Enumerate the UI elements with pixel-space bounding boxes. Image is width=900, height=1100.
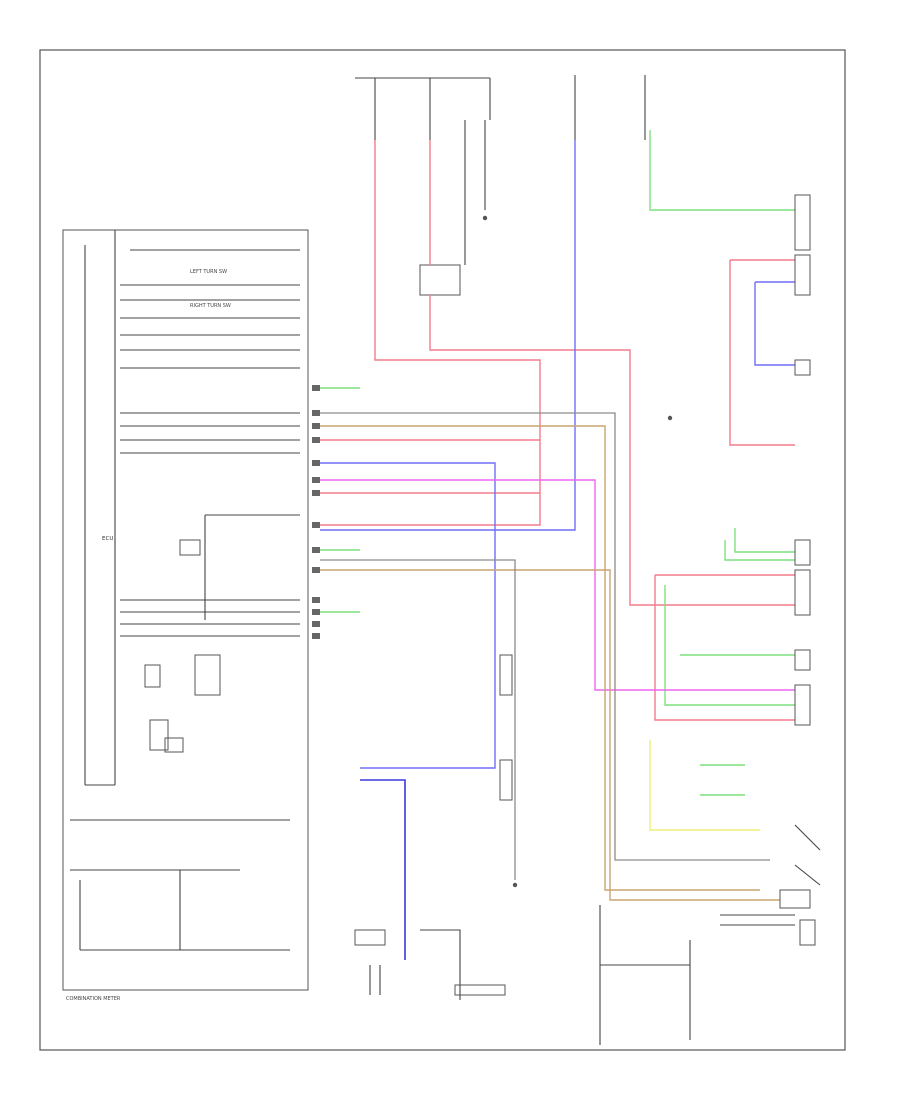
gray-wire: [320, 412, 770, 880]
right-connectors: [779, 194, 816, 946]
engine-room-relay: [419, 264, 461, 296]
diagram-frame: [39, 49, 846, 1051]
meter-pins: [312, 385, 320, 639]
combination-meter-block: ECU LEFT TURN SW RIGHT TURN SW: [62, 229, 309, 1002]
green-wire: [320, 130, 795, 796]
bottom-connectors: [354, 654, 513, 996]
magenta-wire: [320, 479, 795, 691]
dark-blue-wire: [360, 779, 406, 960]
yellow-wire: [649, 740, 760, 831]
tan-wire: [320, 425, 780, 901]
left-turn-sw-label: LEFT TURN SW: [190, 269, 227, 275]
combination-meter-label: COMBINATION METER: [66, 996, 121, 1002]
ground-symbols: [482, 215, 673, 888]
black-wire: [369, 824, 821, 1045]
red-wire: [320, 140, 795, 721]
top-fuses: [355, 75, 646, 296]
right-turn-sw-label: RIGHT TURN SW: [190, 303, 231, 309]
blue-wire: [320, 140, 795, 769]
ecu-label: ECU: [102, 536, 113, 542]
